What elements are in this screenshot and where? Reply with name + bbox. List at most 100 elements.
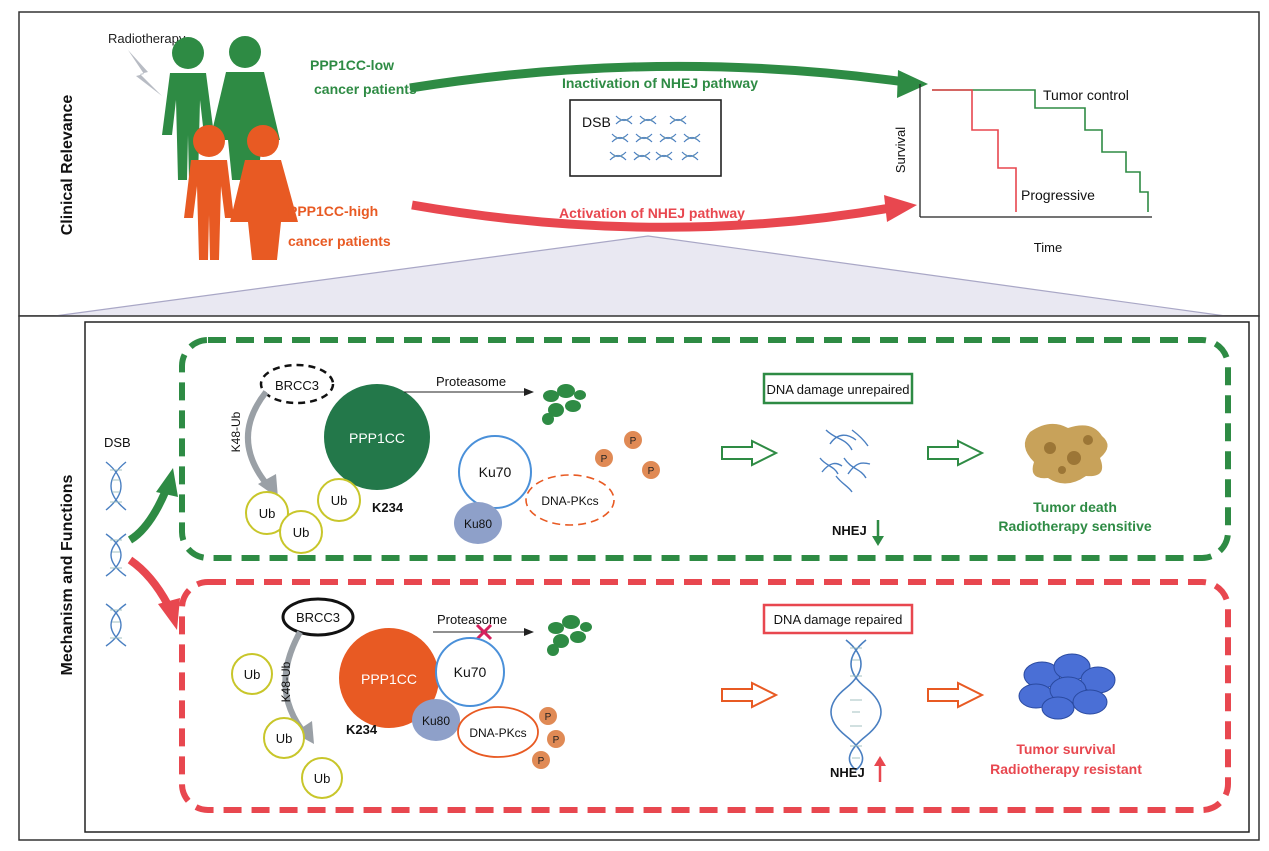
top-nhej-down-arrow-icon xyxy=(872,536,884,546)
bottom-open-arrow-1-icon xyxy=(721,681,779,709)
dsb-box-label: DSB xyxy=(582,114,611,130)
bottom-dnapkcs xyxy=(457,706,539,758)
radiotherapy-label: Radiotherapy xyxy=(108,31,186,46)
bottom-branch-arrow-head xyxy=(158,598,180,630)
broken-dna-fragments-icon xyxy=(819,429,871,493)
top-k48ub-arrow-shaft xyxy=(244,390,273,490)
mechanism-dsb-label: DSB xyxy=(104,435,131,450)
top-proteasome-fragments-icon xyxy=(542,384,586,425)
top-ku80 xyxy=(454,502,502,544)
high-group-line2: cancer patients xyxy=(288,233,391,249)
orange-female-figure-icon xyxy=(230,125,298,260)
bottom-proteasome-fragments-icon xyxy=(547,615,592,656)
green-male-figure-icon xyxy=(162,37,214,180)
top-ub-2 xyxy=(279,510,323,554)
progressive-curve xyxy=(932,89,1017,212)
top-ub-2-label: Ub xyxy=(293,525,310,540)
bottom-dnapkcs-label: DNA-PKcs xyxy=(469,726,526,740)
bottom-ku80 xyxy=(412,699,460,741)
bottom-ku80-label: Ku80 xyxy=(422,714,450,728)
inactivation-label: Inactivation of NHEJ pathway xyxy=(562,75,758,91)
top-ub-3-label: Ub xyxy=(331,493,348,508)
bottom-branch-arrow-shaft xyxy=(127,556,172,607)
bottom-outcome-line1: Tumor survival xyxy=(1016,741,1115,757)
bottom-p-1 xyxy=(539,707,557,725)
bottom-pathway-box xyxy=(179,579,1231,813)
bottom-p-1-label: P xyxy=(545,712,552,723)
top-outcome-line1: Tumor death xyxy=(1033,499,1117,515)
bottom-k48ub-label: K48-Ub xyxy=(279,661,293,702)
proteasome-blocked-x-icon xyxy=(475,623,493,641)
survival-xlabel: Time xyxy=(1034,240,1062,255)
dead-tumor-cells-icon xyxy=(1024,423,1108,484)
mechanism-section-label: Mechanism and Functions xyxy=(59,474,76,675)
top-ku70 xyxy=(458,435,532,509)
bottom-status-box xyxy=(762,603,914,635)
bottom-nhej-label: NHEJ xyxy=(830,765,865,780)
low-group-line2: cancer patients xyxy=(314,81,417,97)
top-p-1 xyxy=(595,449,613,467)
green-female-figure-icon xyxy=(210,36,280,180)
surviving-tumor-cells-icon xyxy=(1018,653,1116,720)
bottom-ub-3 xyxy=(301,757,343,799)
survival-chart: Survival Time Tumor control Progressive xyxy=(893,84,1152,255)
top-ub-3 xyxy=(317,478,361,522)
top-ub-1 xyxy=(245,491,289,535)
bottom-ppp1cc-label: PPP1CC xyxy=(361,671,417,687)
activation-arrow-head xyxy=(884,195,917,222)
top-nhej-label: NHEJ xyxy=(832,523,867,538)
top-pathway-box xyxy=(179,337,1231,561)
bottom-ub-2 xyxy=(263,717,305,759)
lightning-icon xyxy=(128,50,162,96)
bottom-proteasome-label: Proteasome xyxy=(437,612,507,627)
bottom-p-2-label: P xyxy=(553,735,560,746)
bottom-ub-3-label: Ub xyxy=(314,771,331,786)
bottom-status-label: DNA damage repaired xyxy=(774,612,903,627)
top-k234-label: K234 xyxy=(372,500,404,515)
bottom-p-3 xyxy=(532,751,550,769)
top-p-2 xyxy=(624,431,642,449)
top-p-3 xyxy=(642,461,660,479)
top-branch-arrow-head xyxy=(156,468,178,497)
top-brcc3 xyxy=(259,363,335,405)
top-ub-1-label: Ub xyxy=(259,506,276,521)
bottom-nhej-up-arrow-icon xyxy=(874,756,886,766)
top-outcome-line2: Radiotherapy sensitive xyxy=(998,518,1151,534)
top-dnapkcs-label: DNA-PKcs xyxy=(541,494,598,508)
bottom-ub-2-label: Ub xyxy=(276,731,293,746)
top-k48ub-label: K48-Ub xyxy=(229,411,243,452)
top-p-3-label: P xyxy=(648,466,655,477)
top-ppp1cc xyxy=(324,384,430,490)
tumor-control-label: Tumor control xyxy=(1043,87,1129,103)
bottom-ku70-label: Ku70 xyxy=(454,664,487,680)
top-p-2-label: P xyxy=(630,436,637,447)
orange-male-figure-icon xyxy=(184,125,234,260)
clinical-section-label: Clinical Relevance xyxy=(59,95,76,236)
dsb-dna-icon xyxy=(105,461,127,647)
low-group-line1: PPP1CC-low xyxy=(310,57,394,73)
top-ku70-label: Ku70 xyxy=(479,464,512,480)
bottom-ku70 xyxy=(435,637,505,707)
bottom-brcc3 xyxy=(281,597,355,637)
top-open-arrow-1-icon xyxy=(721,439,779,467)
bottom-outcome-line2: Radiotherapy resistant xyxy=(990,761,1142,777)
top-p-1-label: P xyxy=(601,454,608,465)
bottom-p-2 xyxy=(547,730,565,748)
bottom-ub-1-label: Ub xyxy=(244,667,261,682)
activation-arrow-shaft xyxy=(411,200,891,232)
top-ppp1cc-label: PPP1CC xyxy=(349,430,405,446)
top-brcc3-label: BRCC3 xyxy=(275,378,319,393)
top-status-box xyxy=(762,372,914,405)
tumor-control-curve xyxy=(932,89,1149,212)
activation-label: Activation of NHEJ pathway xyxy=(559,205,745,221)
top-open-arrow-2-icon xyxy=(927,439,985,467)
top-status-label: DNA damage unrepaired xyxy=(766,382,909,397)
inactivation-arrow-shaft xyxy=(409,61,906,93)
bottom-ppp1cc xyxy=(339,628,439,728)
top-ku80-label: Ku80 xyxy=(464,517,492,531)
high-group-line1: PPP1CC-high xyxy=(288,203,378,219)
bottom-open-arrow-2-icon xyxy=(927,681,985,709)
inactivation-arrow-head xyxy=(897,70,928,98)
intact-dna-icon xyxy=(830,639,882,771)
